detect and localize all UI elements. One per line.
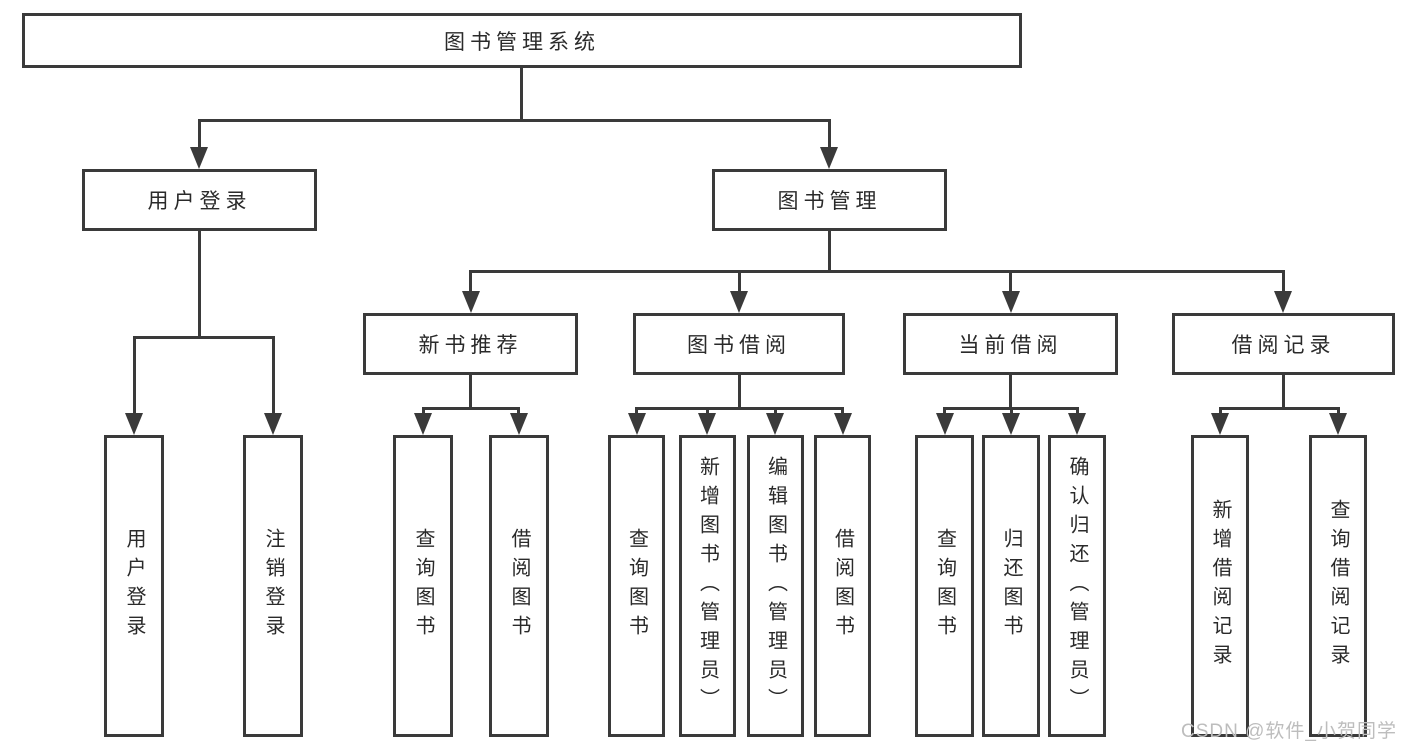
arrowhead-query-record-icon xyxy=(1329,413,1347,435)
arrowhead-book-borrow-icon xyxy=(730,291,748,313)
node-user-login: 用户登录 xyxy=(82,169,317,231)
leaf-query-borrow-record: 查询借阅记录 xyxy=(1309,435,1367,737)
edge-new-book-recommend-stem xyxy=(469,375,472,410)
edge-to-leaf-confirm-return xyxy=(1076,407,1079,416)
arrowhead-add-book-icon xyxy=(698,413,716,435)
node-root: 图书管理系统 xyxy=(22,13,1022,68)
arrowhead-edit-book-icon xyxy=(766,413,784,435)
edge-root-to-user-login xyxy=(198,119,201,149)
leaf-user-login-label: 用户登录 xyxy=(123,528,145,644)
leaf-current-query-book: 查询图书 xyxy=(915,435,974,737)
edge-borrow-records-stem xyxy=(1282,375,1285,410)
edge-to-borrow-records xyxy=(1282,270,1285,293)
edge-book-borrow-stem xyxy=(738,375,741,410)
node-current-borrow: 当前借阅 xyxy=(903,313,1118,375)
edge-to-leaf-recommend-query xyxy=(422,407,425,416)
edge-to-leaf-borrow-book xyxy=(841,407,844,416)
leaf-current-query-book-label: 查询图书 xyxy=(933,528,956,644)
edge-user-login-stem xyxy=(198,231,201,338)
edge-to-leaf-recommend-borrow xyxy=(517,407,520,416)
edge-current-borrow-stem xyxy=(1009,375,1012,410)
leaf-recommend-borrow-book: 借阅图书 xyxy=(489,435,549,737)
arrowhead-book-management-icon xyxy=(820,147,838,169)
leaf-confirm-return-admin: 确认归还（管理员） xyxy=(1048,435,1106,737)
arrowhead-leaf-user-login-icon xyxy=(125,413,143,435)
edge-user-login-rail xyxy=(133,336,275,339)
arrowhead-borrow-book-icon xyxy=(834,413,852,435)
arrowhead-new-book-recommend-icon xyxy=(462,291,480,313)
node-new-book-recommend: 新书推荐 xyxy=(363,313,578,375)
edge-to-leaf-add-book xyxy=(706,407,709,416)
arrowhead-current-query-icon xyxy=(936,413,954,435)
leaf-query-borrow-record-label: 查询借阅记录 xyxy=(1327,499,1349,673)
node-borrow-records: 借阅记录 xyxy=(1172,313,1395,375)
leaf-return-book-label: 归还图书 xyxy=(1000,528,1022,644)
leaf-borrow-query-book-label: 查询图书 xyxy=(625,528,648,644)
arrowhead-user-login-icon xyxy=(190,147,208,169)
leaf-borrow-query-book: 查询图书 xyxy=(608,435,665,737)
edge-book-management-rail xyxy=(469,270,1285,273)
arrowhead-add-record-icon xyxy=(1211,413,1229,435)
leaf-add-borrow-record: 新增借阅记录 xyxy=(1191,435,1249,737)
edge-new-book-recommend-rail xyxy=(422,407,520,410)
edge-to-leaf-borrow-query xyxy=(635,407,638,416)
leaf-logout: 注销登录 xyxy=(243,435,303,737)
edge-to-leaf-user-login xyxy=(133,336,136,415)
node-book-management: 图书管理 xyxy=(712,169,947,231)
arrowhead-borrow-records-icon xyxy=(1274,291,1292,313)
leaf-confirm-return-admin-label: 确认归还（管理员） xyxy=(1066,455,1088,717)
arrowhead-confirm-return-icon xyxy=(1068,413,1086,435)
node-book-borrow-label: 图书借阅 xyxy=(687,334,791,357)
arrowhead-return-book-icon xyxy=(1002,413,1020,435)
node-root-label: 图书管理系统 xyxy=(444,30,600,54)
leaf-borrow-book-label: 借阅图书 xyxy=(831,528,854,644)
leaf-recommend-query-book: 查询图书 xyxy=(393,435,453,737)
leaf-borrow-book: 借阅图书 xyxy=(814,435,871,737)
edge-to-leaf-logout xyxy=(272,336,275,415)
edge-root-rail xyxy=(198,119,831,122)
edge-book-borrow-rail xyxy=(635,407,844,410)
leaf-add-book-admin-label: 新增图书（管理员） xyxy=(696,455,719,717)
arrowhead-recommend-borrow-icon xyxy=(510,413,528,435)
edge-root-to-book-management xyxy=(828,119,831,149)
arrowhead-recommend-query-icon xyxy=(414,413,432,435)
node-user-login-label: 用户登录 xyxy=(147,190,252,213)
arrowhead-current-borrow-icon xyxy=(1002,291,1020,313)
node-book-management-label: 图书管理 xyxy=(777,190,882,213)
edge-to-leaf-add-record xyxy=(1219,407,1222,416)
leaf-recommend-query-book-label: 查询图书 xyxy=(412,528,434,644)
arrowhead-leaf-logout-icon xyxy=(264,413,282,435)
edge-to-current-borrow xyxy=(1009,270,1012,293)
node-borrow-records-label: 借阅记录 xyxy=(1231,334,1336,357)
leaf-edit-book-admin: 编辑图书（管理员） xyxy=(747,435,804,737)
edge-to-book-borrow xyxy=(738,270,741,293)
edge-book-management-stem xyxy=(828,231,831,273)
leaf-add-book-admin: 新增图书（管理员） xyxy=(679,435,736,737)
leaf-add-borrow-record-label: 新增借阅记录 xyxy=(1209,499,1231,673)
edge-to-leaf-query-record xyxy=(1337,407,1340,416)
edge-to-leaf-return-book xyxy=(1010,407,1013,416)
leaf-edit-book-admin-label: 编辑图书（管理员） xyxy=(764,455,787,717)
edge-borrow-records-rail xyxy=(1219,407,1340,410)
node-current-borrow-label: 当前借阅 xyxy=(958,334,1063,357)
node-book-borrow: 图书借阅 xyxy=(633,313,845,375)
node-new-book-recommend-label: 新书推荐 xyxy=(418,334,523,357)
arrowhead-borrow-query-icon xyxy=(628,413,646,435)
leaf-user-login: 用户登录 xyxy=(104,435,164,737)
edge-to-new-book-recommend xyxy=(469,270,472,293)
leaf-recommend-borrow-book-label: 借阅图书 xyxy=(508,528,530,644)
edge-root-stem xyxy=(520,68,523,120)
leaf-logout-label: 注销登录 xyxy=(262,528,284,644)
csdn-watermark: CSDN @软件_小贺同学 xyxy=(1181,721,1397,742)
edge-to-leaf-current-query xyxy=(943,407,946,416)
edge-to-leaf-edit-book xyxy=(774,407,777,416)
leaf-return-book: 归还图书 xyxy=(982,435,1040,737)
